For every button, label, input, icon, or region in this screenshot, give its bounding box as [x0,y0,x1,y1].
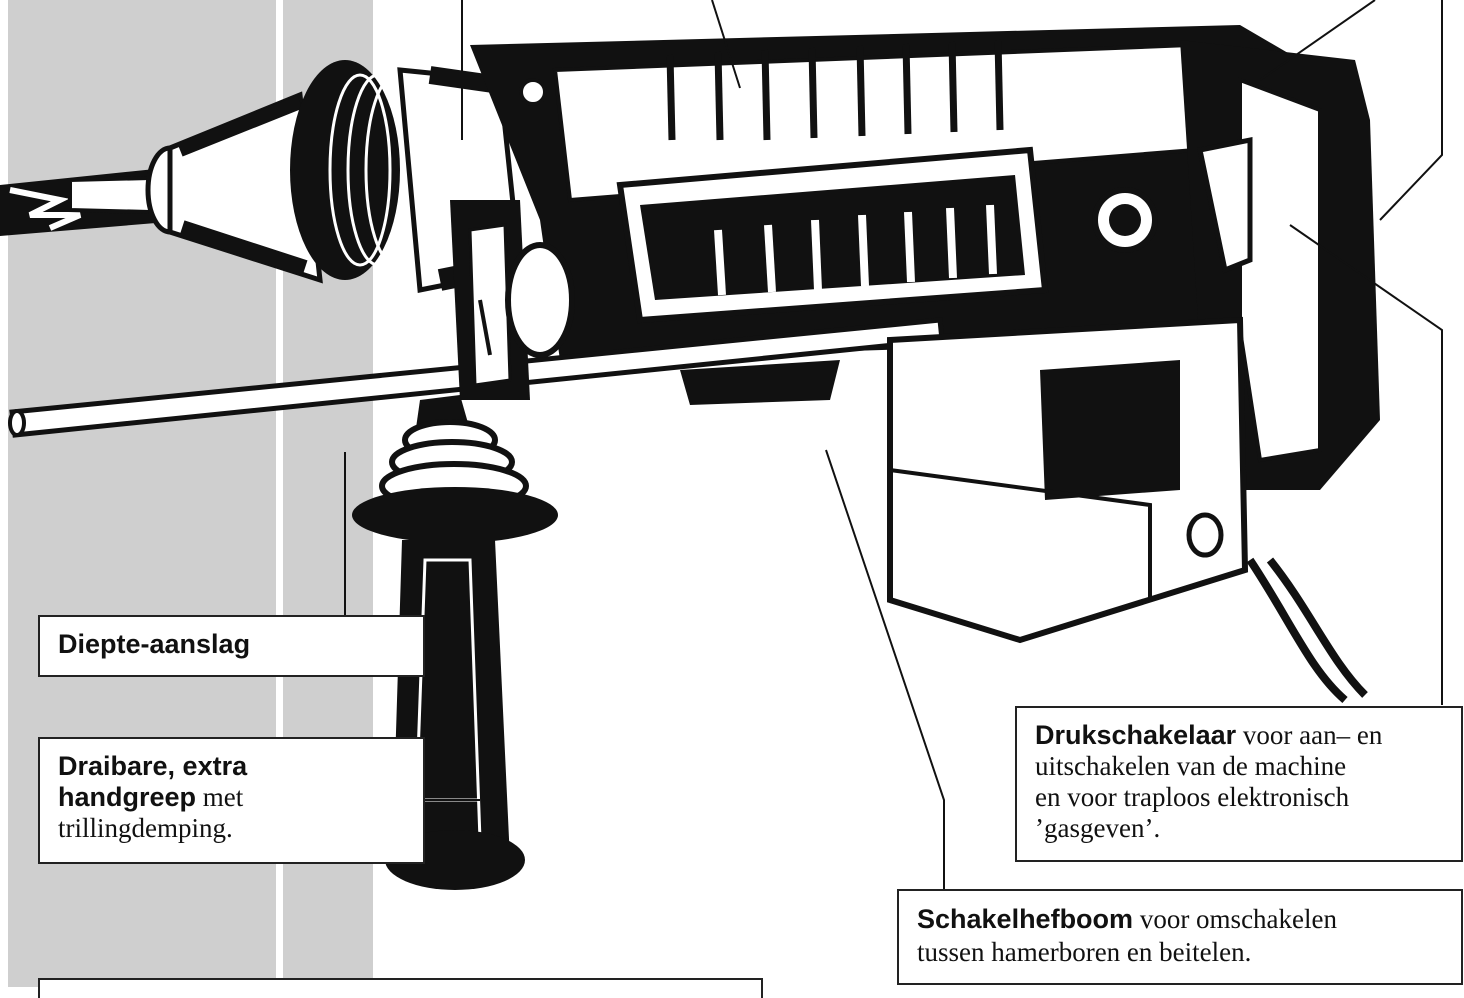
aux-handle-title-line2: handgreep [58,782,197,812]
push-switch-text-line3: en voor traploos elektronisch [1035,782,1350,812]
push-switch-text-line4: ’gasgeven’. [1035,813,1161,843]
switch-lever-title: Schakelhefboom [917,904,1134,934]
callout-partial-bottom [38,978,763,998]
aux-handle-text-line3: trillingdemping. [58,813,233,843]
cooling-fins-top [666,39,1004,141]
switch-lever-text-line2: tussen hamerboren en beitelen. [917,937,1252,967]
depth-stop-label: Diepte-aanslag [58,629,251,659]
lower-housing [680,316,1249,644]
push-switch-text-line2: uitschakelen van de machine [1035,751,1347,781]
callout-push-switch: Drukschakelaar voor aan– en uitschakelen… [1015,706,1463,862]
push-switch-text-line1: voor aan– en [1236,720,1383,750]
cooling-fins-lower [714,204,997,296]
drill-bit [0,168,168,236]
aux-handle-title-line1: Draibare, extra [58,751,248,781]
depth-stop-clamp [450,200,575,400]
callout-switch-lever: Schakelhefboom voor omschakelen tussen h… [897,889,1463,985]
switch-lever-text-line1: voor omschakelen [1133,904,1337,934]
callout-depth-stop: Diepte-aanslag [38,615,425,677]
leader-lines [344,0,1443,889]
callout-aux-handle: Draibare, extra handgreep met trillingde… [38,737,425,864]
drill-body [470,25,1300,360]
power-cable [1246,557,1368,704]
push-switch-title: Drukschakelaar [1035,720,1237,750]
aux-handle-text-line2: met [196,782,244,812]
